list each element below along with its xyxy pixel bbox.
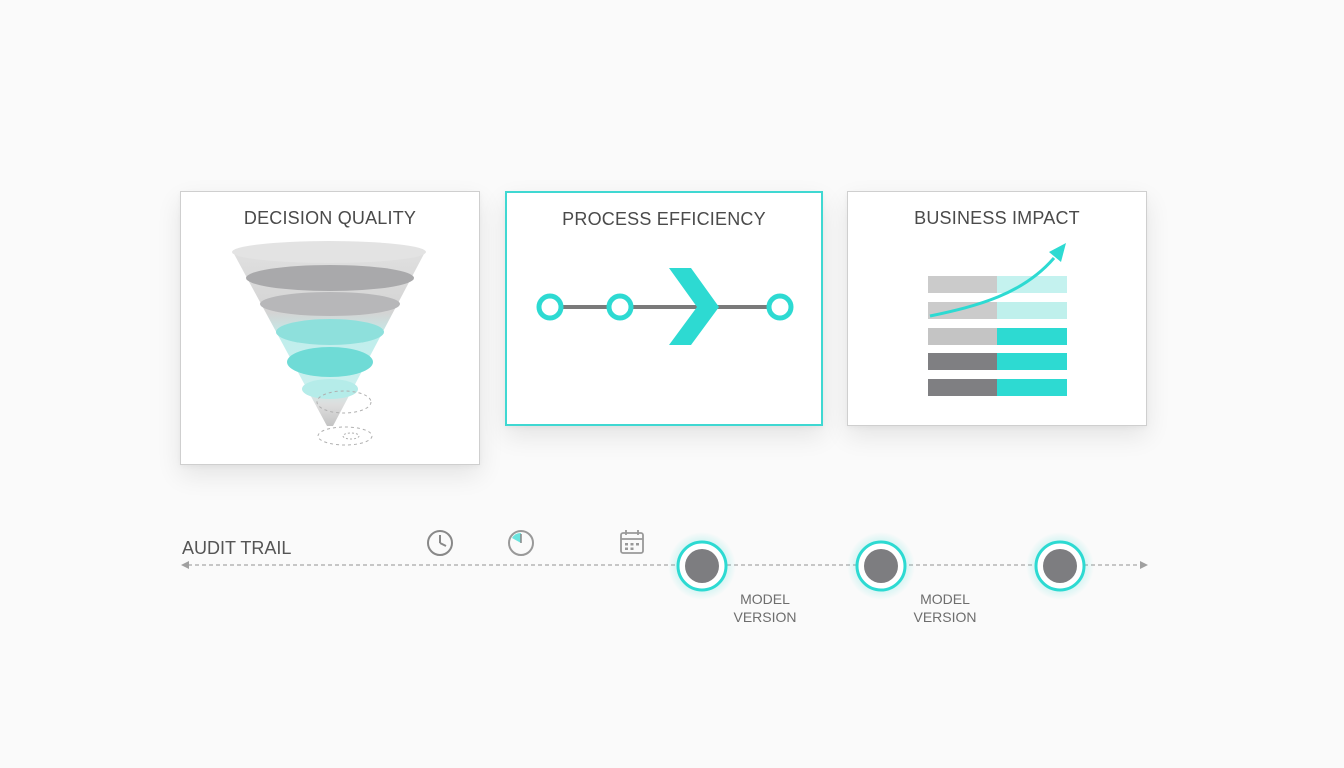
process-flow-icon bbox=[536, 268, 794, 345]
growth-bars-icon bbox=[928, 243, 1067, 396]
milestone-node-2 bbox=[847, 532, 915, 600]
milestone-label-1: MODEL VERSION bbox=[705, 590, 825, 626]
milestone-label-2-line1: MODEL bbox=[920, 591, 970, 607]
process-efficiency-title: PROCESS EFFICIENCY bbox=[562, 209, 766, 229]
business-impact-card: BUSINESS IMPACT bbox=[847, 191, 1147, 426]
clock-icon bbox=[427, 530, 453, 556]
business-impact-title: BUSINESS IMPACT bbox=[914, 208, 1080, 228]
timeline-right-arrow bbox=[1140, 561, 1148, 569]
timeline-left-arrow bbox=[181, 561, 189, 569]
calendar-icon bbox=[620, 530, 644, 554]
milestone-node-1 bbox=[668, 532, 736, 600]
process-efficiency-card: PROCESS EFFICIENCY bbox=[505, 191, 823, 426]
decision-quality-title: DECISION QUALITY bbox=[243, 208, 417, 228]
timer-icon bbox=[508, 530, 534, 556]
milestone-label-2: MODEL VERSION bbox=[885, 590, 1005, 626]
milestone-label-2-line2: VERSION bbox=[913, 609, 977, 625]
funnel-icon bbox=[232, 241, 426, 446]
milestone-node-3 bbox=[1026, 532, 1094, 600]
decision-quality-card: DECISION QUALITY bbox=[180, 191, 480, 465]
audit-trail-label: AUDIT TRAIL bbox=[182, 538, 292, 558]
milestone-label-1-line2: VERSION bbox=[733, 609, 797, 625]
milestone-label-1-line1: MODEL bbox=[740, 591, 790, 607]
